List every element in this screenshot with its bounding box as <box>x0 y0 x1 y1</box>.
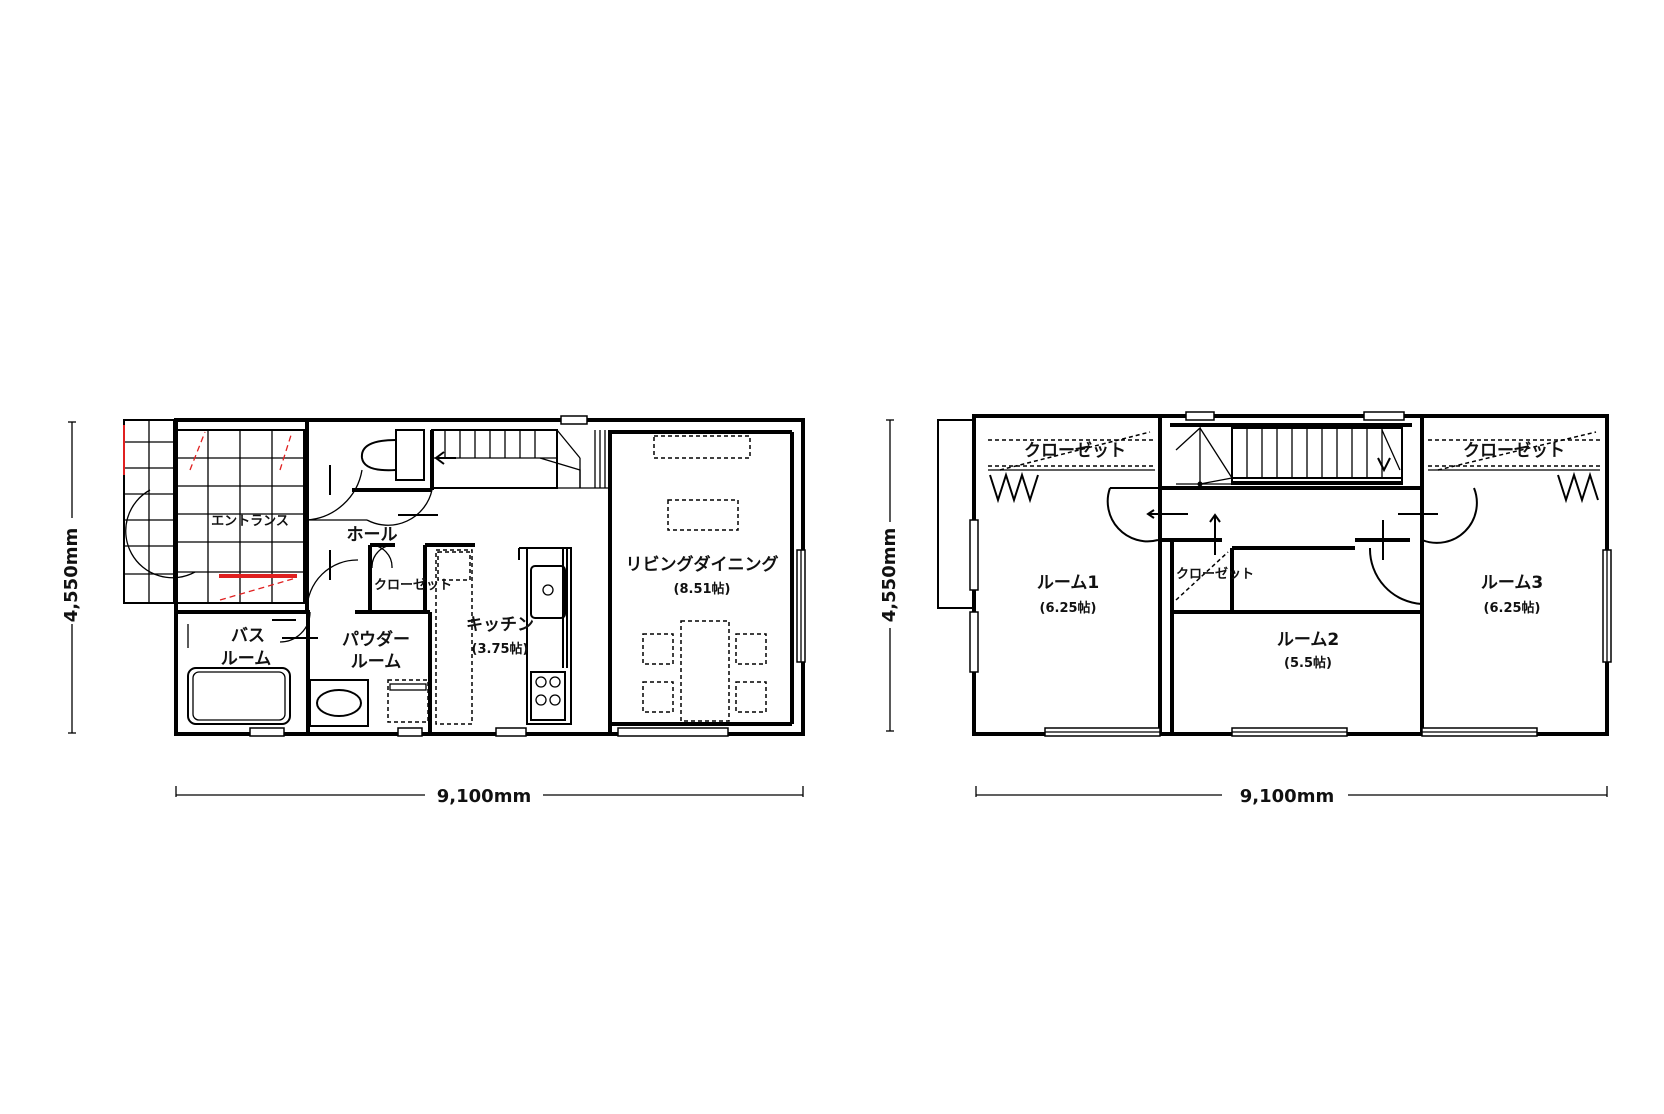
living-size-label: (8.51帖) <box>674 581 731 597</box>
floor2-stairs <box>1175 426 1403 487</box>
kitchen-size-label: (3.75帖) <box>472 641 529 657</box>
entrance-label: エントランス <box>211 514 289 529</box>
floor2-closet-lines <box>988 431 1600 601</box>
room1-size-label: (6.25帖) <box>1040 600 1097 616</box>
bathtub-fixture <box>187 624 291 725</box>
living-label: リビングダイニング <box>626 554 779 575</box>
powder-fixtures <box>309 679 429 727</box>
room3-label: ルーム3 <box>1481 573 1543 593</box>
floor1-width-label: 9,100mm <box>437 786 531 807</box>
floor2-windows <box>969 411 1612 737</box>
entrance-porch-tiles <box>123 419 305 604</box>
floor1-labels: エントランス ホール クローゼット バス ルーム パウダー ルーム キッチン (… <box>211 514 778 672</box>
toilet-fixture <box>360 429 425 481</box>
closet-left-label: クローゼット <box>1024 440 1126 461</box>
floor2-depth-dimension: 4,550mm <box>879 419 900 732</box>
floor2-plan: 4,550mm 9,100mm <box>879 411 1612 807</box>
floor1-doors <box>272 465 438 643</box>
room1-label: ルーム1 <box>1037 573 1099 593</box>
bath-label-line2: ルーム <box>221 649 272 669</box>
closet-center-label: クローゼット <box>1176 566 1254 582</box>
floor2-labels: クローゼット クローゼット クローゼット ルーム1 (6.25帖) ルーム2 (… <box>1024 440 1565 671</box>
powder-label-line2: ルーム <box>351 652 402 672</box>
floor2-width-label: 9,100mm <box>1240 786 1334 807</box>
closet-label: クローゼット <box>374 577 452 593</box>
floor2-doors <box>1106 487 1478 605</box>
hall-label: ホール <box>347 525 398 545</box>
floor1-depth-label: 4,550mm <box>61 528 82 622</box>
balcony <box>937 419 975 609</box>
room2-size-label: (5.5帖) <box>1284 655 1332 671</box>
living-furniture <box>642 435 767 722</box>
floor2-width-dimension: 9,100mm <box>975 786 1608 807</box>
floor2-depth-label: 4,550mm <box>879 528 900 622</box>
room2-label: ルーム2 <box>1277 630 1339 650</box>
bath-label-line1: バス <box>231 626 265 646</box>
floor1-width-dimension: 9,100mm <box>175 786 804 807</box>
floor1-plan: 4,550mm 9,100mm <box>61 415 806 807</box>
kitchen-fixtures <box>435 547 572 725</box>
powder-label-line1: パウダー <box>342 629 410 650</box>
floor1-depth-dimension: 4,550mm <box>61 421 82 734</box>
floor1-stairs <box>431 429 610 489</box>
closet-right-label: クローゼット <box>1463 440 1565 461</box>
kitchen-label: キッチン <box>466 615 534 635</box>
floor1-windows <box>249 415 806 737</box>
room3-size-label: (6.25帖) <box>1484 600 1541 616</box>
